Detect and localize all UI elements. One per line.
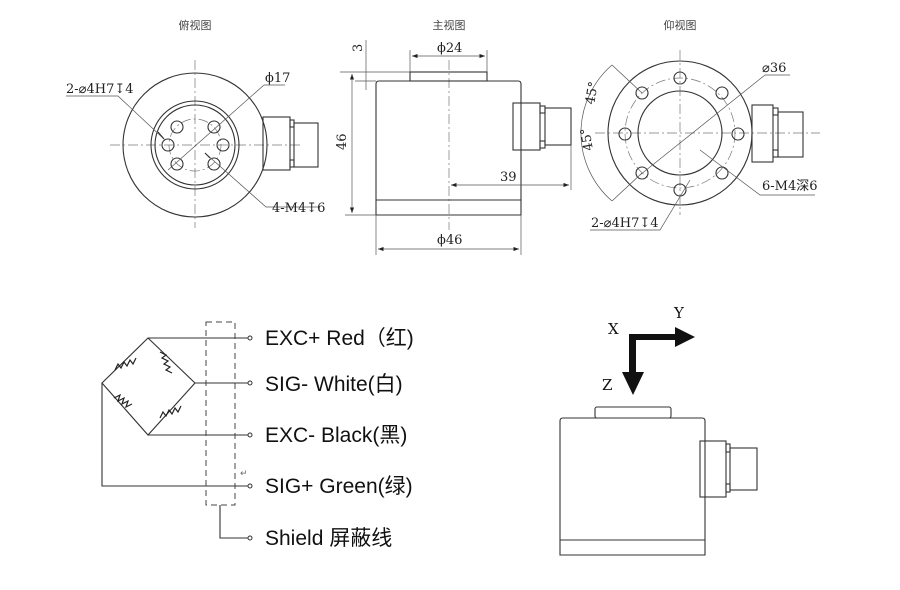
- resistor-icons: [113, 351, 182, 419]
- axis-diagram: X Y Z: [602, 304, 695, 395]
- front-view-title: 主视图: [433, 18, 466, 32]
- wire-label-shield: Shield 屏蔽线: [265, 527, 392, 550]
- top-diameter-label: ϕ17: [265, 71, 290, 86]
- bolt-holes: [618, 71, 745, 197]
- top-view: 2-⌀4H7↧4 ϕ17 4-M4↧6: [66, 60, 325, 228]
- axis-arrows-icon: [622, 327, 695, 395]
- axis-z-label: Z: [602, 376, 612, 394]
- wire-label-sig-minus: SIG- White(白): [265, 373, 403, 396]
- angle-label-upper: 45°: [583, 80, 602, 105]
- side-view: [559, 406, 758, 556]
- bottom-thread-label: 6-M4深6: [762, 179, 818, 194]
- top-thread-label: 4-M4↧6: [272, 201, 325, 216]
- front-view: 46 3 ϕ24 ϕ46 39: [335, 40, 572, 255]
- return-mark: ↵: [240, 469, 248, 479]
- body-diameter-label: ϕ46: [437, 233, 462, 248]
- bottom-pin-hole-label: 2-⌀4H7↧4: [591, 216, 659, 231]
- boss-diameter-label: ϕ24: [437, 41, 462, 56]
- angle-label-lower: 45°: [578, 127, 597, 152]
- axis-x-label: X: [608, 320, 619, 338]
- top-pin-hole-label: 2-⌀4H7↧4: [66, 82, 134, 97]
- bottom-view: ⌀36 45° 45° 6-M4深6 2-⌀4H7↧4: [578, 50, 820, 231]
- connector-length-label: 39: [500, 170, 517, 185]
- mounting-holes: [161, 120, 230, 171]
- axis-y-label: Y: [673, 304, 685, 322]
- wire-label-exc-plus: EXC+ Red（红): [265, 327, 414, 350]
- boss-height-label: 3: [351, 44, 366, 52]
- bottom-diameter-label: ⌀36: [762, 61, 786, 76]
- wiring-diagram: EXC+ Red（红) SIG- White(白) EXC- Black(黑) …: [101, 321, 414, 550]
- wire-label-exc-minus: EXC- Black(黑): [265, 424, 407, 447]
- top-view-title: 俯视图: [179, 18, 212, 32]
- wire-label-sig-plus: SIG+ Green(绿): [265, 475, 413, 498]
- height-label: 46: [335, 133, 350, 150]
- bottom-view-title: 仰视图: [664, 18, 697, 32]
